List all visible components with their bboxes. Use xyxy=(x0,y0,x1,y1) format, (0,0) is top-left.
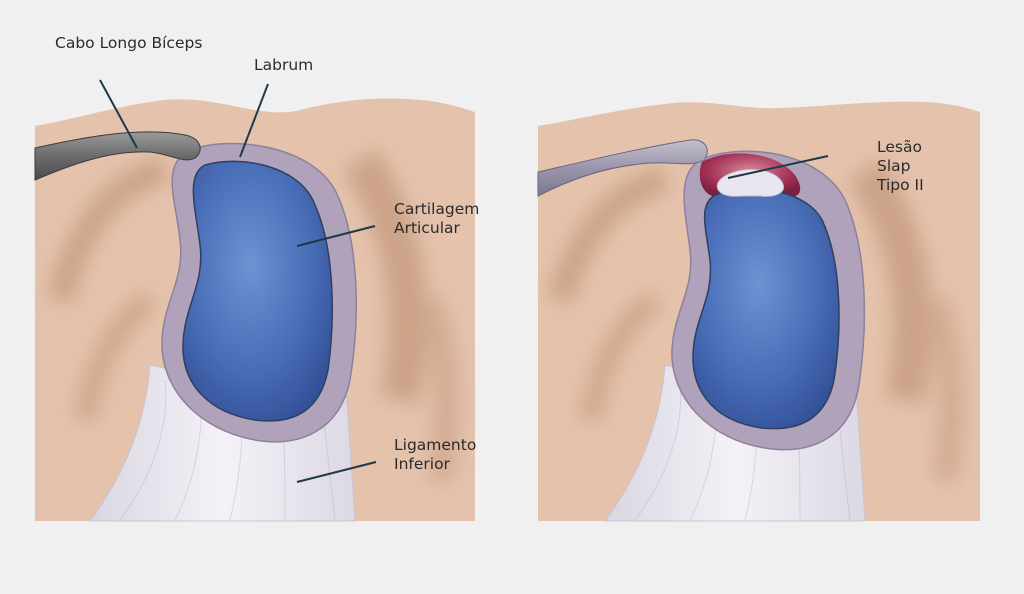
leader-cartilage xyxy=(296,225,376,247)
label-ligament-line2: Inferior xyxy=(394,455,450,473)
label-labrum: Labrum xyxy=(254,56,314,74)
leader-lesion xyxy=(727,155,829,179)
right-biceps-tendon xyxy=(537,139,708,197)
left-cartilage xyxy=(182,160,333,422)
label-biceps: Cabo Longo Bíceps xyxy=(55,34,203,52)
leader-labrum xyxy=(239,83,269,158)
right-panel xyxy=(537,101,980,522)
label-ligament-line1: Ligamento xyxy=(394,436,477,454)
label-lesion-line1: Lesão xyxy=(877,138,922,156)
left-panel xyxy=(34,98,475,522)
leader-lines xyxy=(99,79,829,483)
label-lesion: Lesão Slap Tipo II xyxy=(877,138,924,195)
left-shading xyxy=(47,148,459,482)
label-cartilage: Cartilagem Articular xyxy=(394,200,479,238)
leader-biceps xyxy=(99,79,138,149)
left-biceps-tendon xyxy=(34,131,201,181)
label-cartilage-line1: Cartilagem xyxy=(394,200,480,218)
right-shading xyxy=(547,158,964,482)
label-lesion-line3: Tipo II xyxy=(877,176,924,194)
right-cartilage xyxy=(692,187,840,430)
label-cartilage-line2: Articular xyxy=(394,219,460,237)
label-lesion-line2: Slap xyxy=(877,157,911,175)
leader-ligament xyxy=(296,461,377,483)
label-ligament: Ligamento Inferior xyxy=(394,436,476,474)
